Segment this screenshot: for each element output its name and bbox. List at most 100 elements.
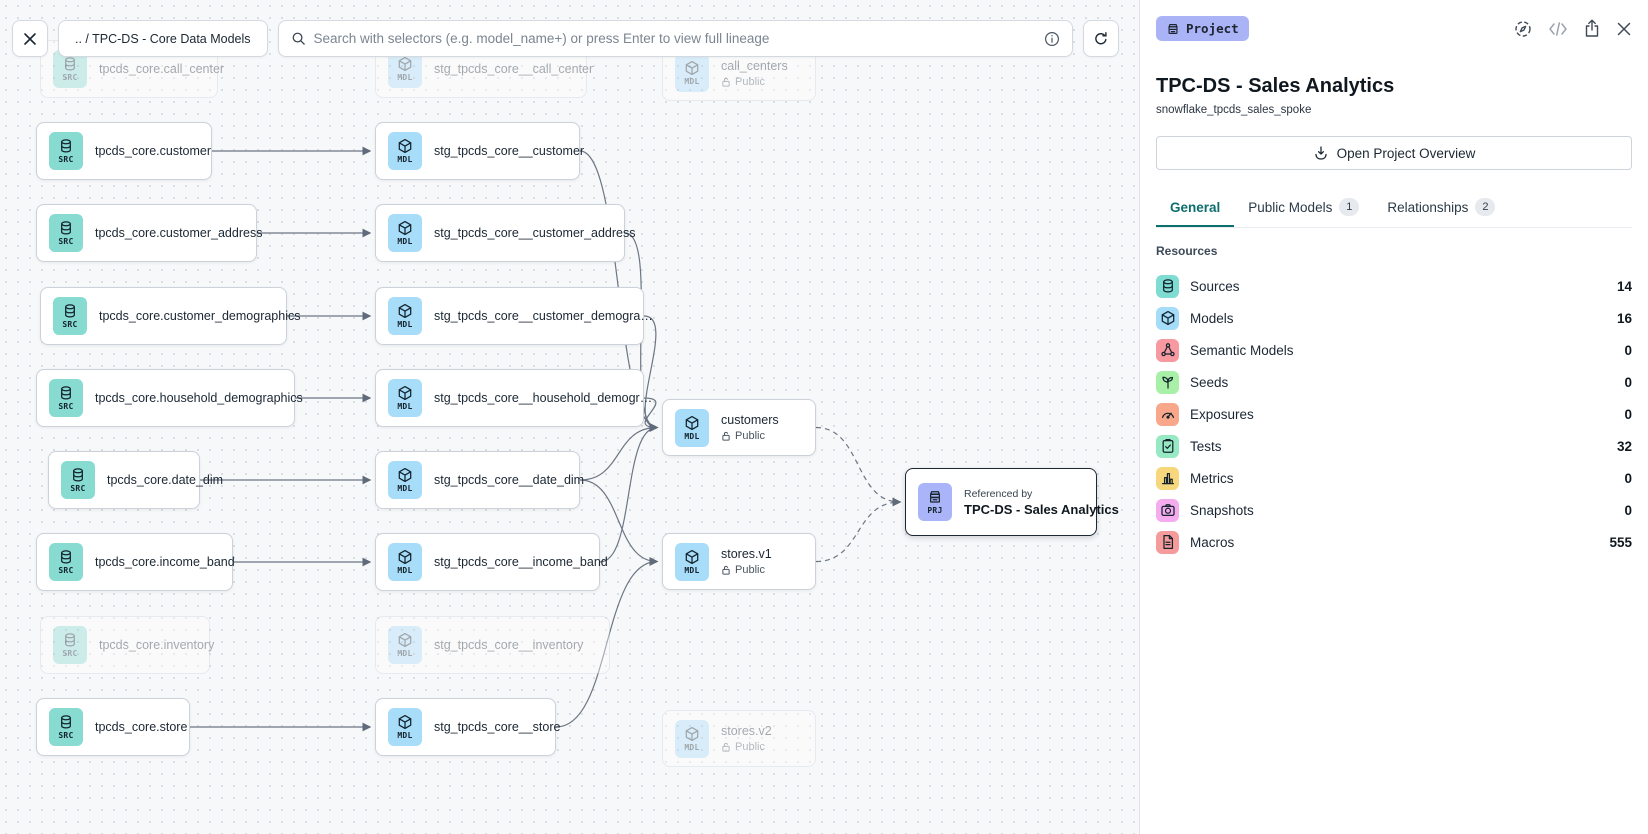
focus-lineage-icon[interactable] (1513, 19, 1533, 39)
node-type-chip: MDL (388, 132, 422, 170)
close-panel-icon[interactable] (1616, 21, 1632, 37)
node-type-chip: PRJ (918, 483, 952, 521)
node-label: tpcds_core.customer_demographics (99, 309, 301, 323)
node-access-badge: Public (735, 564, 765, 576)
resource-label: Tests (1190, 438, 1222, 454)
node-type-label: SRC (62, 320, 78, 329)
tab-relationships[interactable]: Relationships 2 (1373, 188, 1509, 227)
database-icon (58, 549, 74, 565)
node-label: stg_tpcds_core__customer_demogra… (434, 309, 653, 323)
node-type-chip: MDL (675, 542, 709, 581)
node-access-badge: Public (735, 430, 765, 442)
node-type-chip: MDL (388, 543, 422, 581)
resource-label: Exposures (1190, 406, 1254, 422)
edge-customers-to-prj (815, 426, 902, 507)
cube-icon (397, 549, 413, 565)
gauge-icon (1156, 402, 1179, 426)
database-icon (58, 220, 74, 236)
resource-count: 0 (1624, 502, 1632, 518)
node-label: customers (721, 413, 779, 427)
resource-count: 0 (1624, 470, 1632, 486)
refresh-lineage-button[interactable] (1083, 20, 1119, 57)
node-type-label: SRC (58, 566, 74, 575)
node-src_customer_demographics[interactable]: SRC tpcds_core.customer_demographics (40, 287, 301, 345)
database-icon (58, 385, 74, 401)
camera-icon (1156, 498, 1179, 522)
node-src_store[interactable]: SRC tpcds_core.store (36, 698, 190, 756)
resource-count: 0 (1624, 374, 1632, 390)
resource-count: 555 (1609, 534, 1632, 550)
breadcrumb-label: .. / TPC-DS - Core Data Models (75, 31, 251, 46)
database-icon (62, 303, 78, 319)
node-type-label: SRC (58, 155, 74, 164)
node-type-chip: MDL (675, 719, 709, 758)
open-project-overview-button[interactable]: Open Project Overview (1156, 136, 1632, 170)
node-label: stg_tpcds_core__date_dim (434, 473, 585, 487)
node-type-chip: MDL (675, 54, 709, 92)
project-type-badge: Project (1156, 16, 1249, 41)
database-icon (62, 56, 78, 72)
node-label: tpcds_core.inventory (99, 638, 215, 652)
resource-count: 14 (1616, 278, 1632, 294)
node-label: tpcds_core.call_center (99, 62, 225, 76)
cube-icon (397, 632, 413, 648)
node-type-label: MDL (397, 566, 413, 575)
node-access-badge: Public (735, 741, 765, 753)
project-badge-label: Project (1186, 21, 1239, 36)
project-title: TPC-DS - Sales Analytics (1156, 75, 1395, 97)
node-type-chip: MDL (388, 461, 422, 499)
tab-public-models[interactable]: Public Models 1 (1234, 188, 1373, 227)
node-mdl_date_dim[interactable]: MDL stg_tpcds_core__date_dim (375, 451, 584, 509)
search-bar[interactable] (277, 20, 1073, 57)
close-lineage-button[interactable] (12, 20, 48, 57)
close-icon (23, 32, 37, 46)
cube-icon (684, 549, 700, 565)
resources-heading: Resources (1156, 244, 1218, 258)
node-mdl_customer_demographics[interactable]: MDL stg_tpcds_core__customer_demogra… (375, 287, 653, 345)
edge-stores_v1-to-prj (815, 497, 902, 563)
node-type-chip: SRC (49, 379, 83, 417)
breadcrumb[interactable]: .. / TPC-DS - Core Data Models (58, 20, 268, 57)
share-icon[interactable] (1583, 19, 1601, 38)
info-icon[interactable] (1044, 31, 1060, 47)
search-input[interactable] (313, 31, 1036, 46)
tab-general[interactable]: General (1156, 188, 1235, 227)
node-label: stg_tpcds_core__inventory (434, 638, 584, 652)
node-label: tpcds_core.store (95, 720, 188, 734)
cube-icon (397, 467, 413, 483)
node-type-chip: MDL (388, 297, 422, 335)
cube-icon (1156, 306, 1179, 330)
database-icon (70, 467, 86, 483)
node-label: stg_tpcds_core__customer_address (434, 226, 636, 240)
node-type-label: SRC (70, 484, 86, 493)
code-icon[interactable] (1548, 21, 1568, 37)
node-type-label: SRC (58, 731, 74, 740)
node-type-label: SRC (58, 402, 74, 411)
